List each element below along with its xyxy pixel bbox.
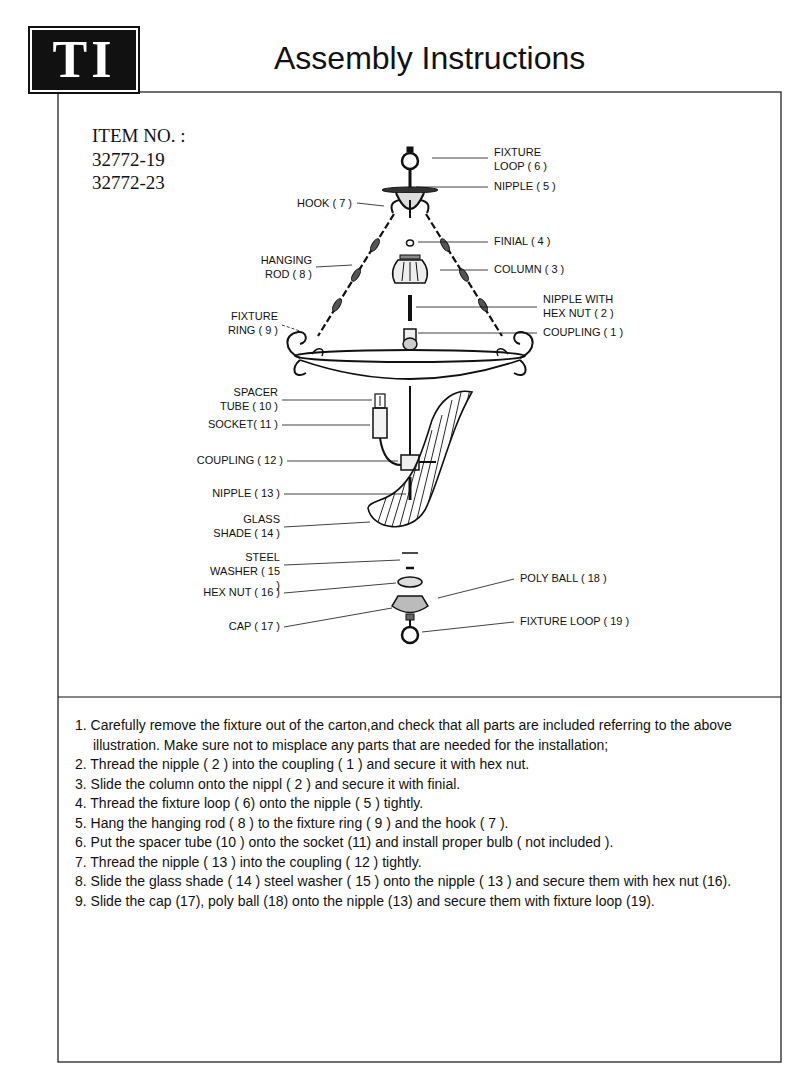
instruction-step: 5. Hang the hanging rod ( 8 ) to the fix… — [75, 814, 767, 834]
instruction-step: 3. Slide the column onto the nippl ( 2 )… — [75, 775, 767, 795]
part-label: NIPPLE WITH HEX NUT ( 2 ) — [543, 293, 628, 321]
item-number: ITEM NO. : — [92, 125, 312, 148]
part-label: FIXTURE LOOP ( 19 ) — [520, 615, 670, 629]
part-label: SPACER TUBE ( 10 ) — [216, 386, 278, 414]
instruction-step: 6. Put the spacer tube (10 ) onto the so… — [75, 833, 767, 853]
instruction-step: 4. Thread the fixture loop ( 6) onto the… — [75, 794, 767, 814]
item-number: 32772-19 — [92, 149, 312, 172]
instruction-step: 9. Slide the cap (17), poly ball (18) on… — [75, 892, 767, 912]
part-label: HEX NUT ( 16 ) — [170, 586, 280, 600]
instruction-step: 1. Carefully remove the fixture out of t… — [75, 716, 767, 755]
leader-lines — [282, 158, 537, 632]
logo-text: TI — [53, 34, 116, 86]
part-label: GLASS SHADE ( 14 ) — [210, 513, 280, 541]
logo-box: TI — [30, 28, 138, 92]
part-label: POLY BALL ( 18 ) — [520, 572, 660, 586]
part-label: NIPPLE ( 13 ) — [170, 487, 280, 501]
part-label: FIXTURE LOOP ( 6 ) — [494, 146, 552, 174]
part-label: FIXTURE RING ( 9 ) — [218, 310, 278, 338]
part-label: CAP ( 17 ) — [170, 620, 280, 634]
item-number: 32772-23 — [92, 172, 312, 195]
instruction-step: 8. Slide the glass shade ( 14 ) steel wa… — [75, 872, 767, 892]
instruction-step: 2. Thread the nipple ( 2 ) into the coup… — [75, 755, 767, 775]
page-frame — [58, 92, 781, 1062]
part-label: COLUMN ( 3 ) — [494, 263, 604, 277]
part-label: COUPLING ( 1 ) — [543, 326, 653, 340]
part-label: HANGING ROD ( 8 ) — [252, 254, 312, 282]
part-label: SOCKET( 11 ) — [168, 418, 278, 432]
part-label: HOOK ( 7 ) — [262, 197, 352, 211]
part-label: COUPLING ( 12 ) — [173, 454, 283, 468]
instruction-step: 7. Thread the nipple ( 13 ) into the cou… — [75, 853, 767, 873]
page-title: Assembly Instructions — [274, 40, 585, 77]
panel-divider — [58, 696, 781, 697]
part-label: FINIAL ( 4 ) — [494, 235, 604, 249]
part-label: NIPPLE ( 5 ) — [494, 180, 604, 194]
instruction-list: 1. Carefully remove the fixture out of t… — [75, 716, 767, 911]
